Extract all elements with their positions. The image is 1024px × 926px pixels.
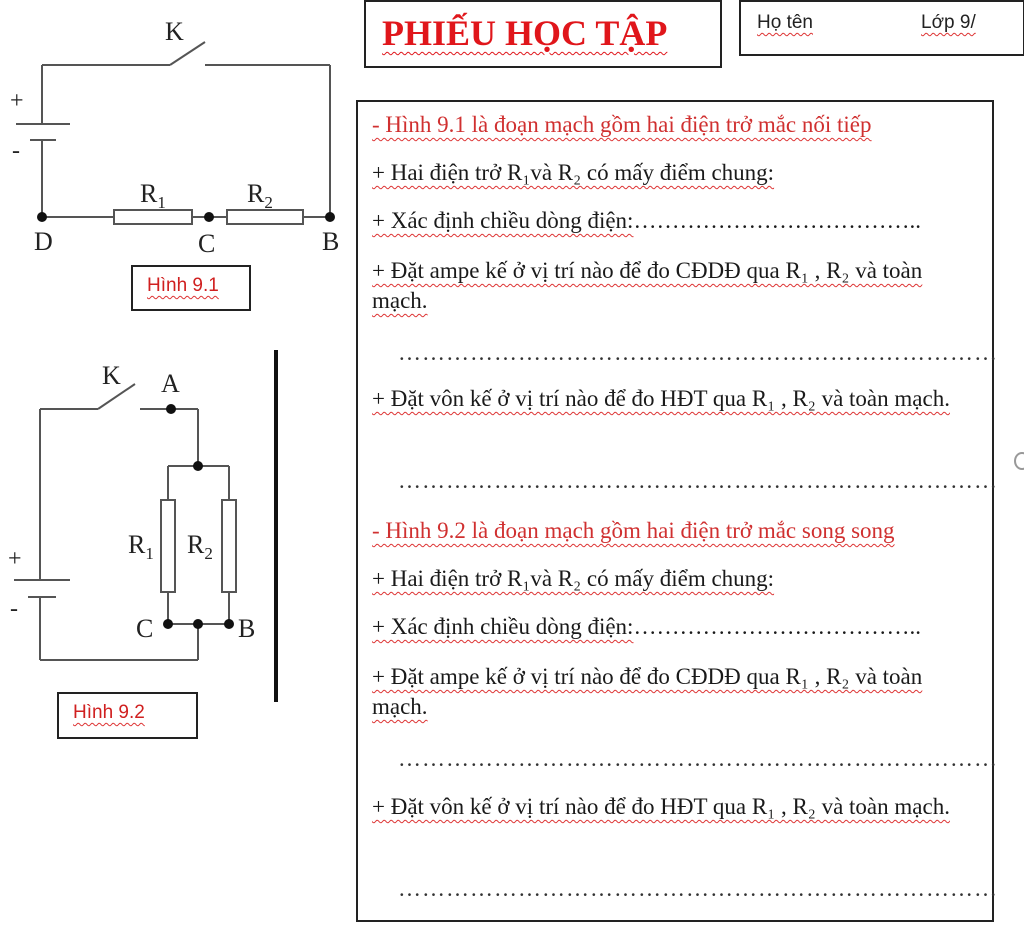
part2-question-4: + Đặt vôn kế ở vị trí nào để đo HĐT qua … (372, 794, 950, 819)
r2-label: R2 (187, 530, 213, 563)
r1-label: R1 (140, 179, 166, 212)
circuit-figure-9-2: K A + - R1 R2 C B (8, 361, 255, 661)
worksheet: - Hình 9.1 là đoạn mạch gồm hai điện trở… (356, 100, 997, 922)
node-top-dot (193, 461, 203, 471)
part1-answer-line-4: ………………………………………………………………… (398, 468, 998, 493)
part1-answer-line-3: ………………………………………………………………… (398, 340, 998, 365)
plus-label: + (8, 546, 22, 572)
edge-marker (1014, 452, 1024, 470)
figure-9-1-caption-text: Hình 9.1 (147, 275, 219, 296)
part2-answer-line-3: ………………………………………………………………… (398, 746, 998, 771)
node-c-label: C (198, 229, 215, 258)
figure-9-2-caption: Hình 9.2 (57, 692, 198, 739)
node-mid-dot (193, 619, 203, 629)
student-info-box: Họ tên Lớp 9/ (739, 0, 1024, 56)
part1-question-4: + Đặt vôn kế ở vị trí nào để đo HĐT qua … (372, 386, 950, 411)
plus-label: + (10, 88, 24, 114)
name-label: Họ tên (757, 12, 813, 33)
node-d-label: D (34, 227, 53, 256)
figure-9-1-caption: Hình 9.1 (131, 265, 251, 311)
node-c-dot (204, 212, 214, 222)
r1-label: R1 (128, 530, 154, 563)
part2-heading: - Hình 9.2 là đoạn mạch gồm hai điện trở… (372, 518, 895, 543)
part2-question-3: + Đặt ampe kế ở vị trí nào để đo CĐDĐ qu… (372, 664, 923, 719)
minus-label: - (10, 596, 18, 622)
node-b-label: B (322, 227, 339, 256)
node-b-label: B (238, 614, 255, 643)
minus-label: - (12, 138, 20, 164)
part1-question-3: + Đặt ampe kế ở vị trí nào để đo CĐDĐ qu… (372, 258, 923, 313)
r2-label: R2 (247, 179, 273, 212)
part1-heading: - Hình 9.1 là đoạn mạch gồm hai điện trở… (372, 112, 872, 137)
part2-question-2: + Xác định chiều dòng điện:……………………………….… (372, 614, 921, 639)
part2-answer-line-4: ………………………………………………………………… (398, 876, 998, 901)
part1-question-2: + Xác định chiều dòng điện:……………………………….… (372, 208, 921, 233)
title-box: PHIẾU HỌC TẬP (364, 0, 722, 68)
node-b-dot (224, 619, 234, 629)
circuit-figure-9-1: K + - R1 R2 D C B (10, 17, 339, 258)
node-c-dot (163, 619, 173, 629)
node-a-label: A (161, 369, 180, 398)
node-c-label: C (136, 614, 153, 643)
figure-9-2-caption-text: Hình 9.2 (73, 702, 145, 723)
switch-label: K (102, 361, 121, 390)
switch-label: K (165, 17, 184, 46)
page-title: PHIẾU HỌC TẬP (382, 13, 668, 53)
node-d-dot (37, 212, 47, 222)
vertical-separator (274, 350, 278, 702)
class-label: Lớp 9/ (921, 12, 976, 33)
part2-question-1: + Hai điện trở R₁và R₂ có mấy điểm chung… (372, 566, 775, 591)
part1-question-1: + Hai điện trở R₁và R₂ có mấy điểm chung… (372, 160, 775, 185)
node-a-dot (166, 404, 176, 414)
node-b-dot (325, 212, 335, 222)
